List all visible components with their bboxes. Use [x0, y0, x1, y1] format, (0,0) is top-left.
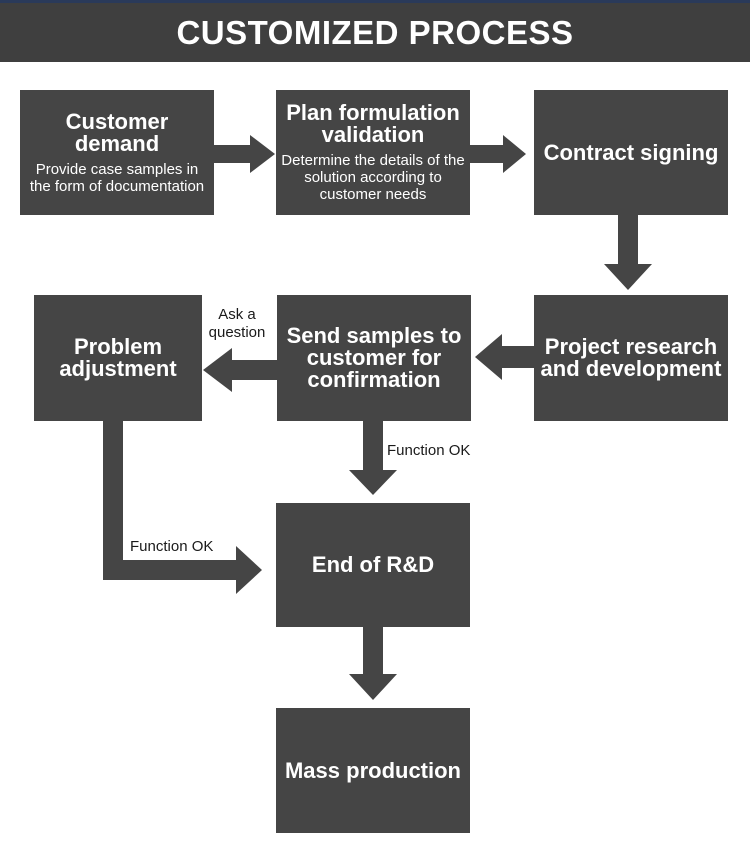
node-title: Contract signing	[543, 139, 719, 165]
edge-label-function-ok-down: Function OK	[387, 442, 471, 459]
page-header: CUSTOMIZED PROCESS	[0, 0, 750, 62]
node-mass-production: Mass production	[276, 708, 470, 833]
arrow-contract-to-research	[604, 215, 652, 290]
arrow-end-to-mass	[349, 627, 397, 700]
edge-label-function-ok-loop: Function OK	[130, 538, 214, 555]
node-title: Problem adjustment	[59, 334, 177, 381]
node-title: End of R&D	[311, 552, 435, 577]
node-plan-formulation: Plan formulation validation Determine th…	[276, 90, 470, 215]
arrow-problem-to-end	[103, 421, 262, 594]
node-subtitle: Determine the details of the solution ac…	[281, 152, 465, 203]
arrow-demand-to-plan	[214, 135, 275, 173]
node-end-rd: End of R&D	[276, 503, 470, 627]
node-project-research: Project research and development	[534, 295, 728, 421]
node-send-samples: Send samples to customer for confirmatio…	[277, 295, 471, 421]
node-customer-demand: Customer demand Provide case samples in …	[20, 90, 214, 215]
node-problem-adjustment: Problem adjustment	[34, 295, 202, 421]
arrow-research-to-samples	[475, 334, 534, 380]
edge-label-ask-question: Ask a question	[208, 306, 266, 341]
arrow-samples-to-problem	[203, 348, 277, 392]
node-title: Project research and development	[540, 334, 722, 381]
node-contract-signing: Contract signing	[534, 90, 728, 215]
node-title: Customer demand	[65, 108, 169, 156]
node-title: Send samples to customer for confirmatio…	[286, 323, 462, 392]
page-title: CUSTOMIZED PROCESS	[176, 13, 574, 51]
node-title: Mass production	[284, 757, 461, 783]
arrow-plan-to-contract	[470, 135, 526, 173]
node-title: Plan formulation validation	[286, 100, 460, 147]
node-subtitle: Provide case samples in the form of docu…	[29, 160, 205, 195]
arrow-samples-to-end	[349, 421, 397, 495]
